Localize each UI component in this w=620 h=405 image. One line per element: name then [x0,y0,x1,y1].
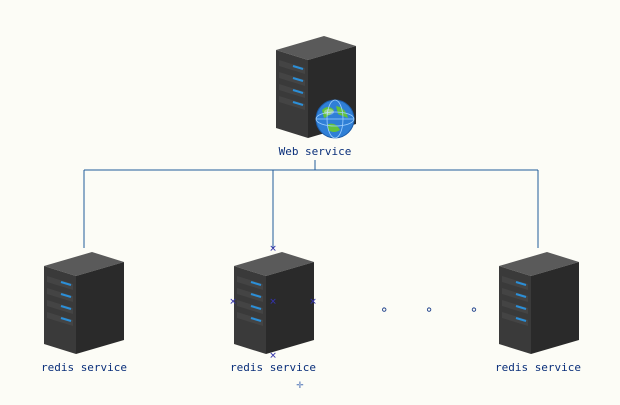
selection-handle-bottom[interactable]: ✕ [269,348,277,362]
server-globe-icon [276,36,356,139]
node-redis-service-3[interactable] [495,246,583,358]
node-redis-service-1[interactable] [40,246,128,358]
ellipsis-more-nodes: ∘ ∘ ∘ [380,302,493,318]
server-icon [234,252,314,354]
node-redis-service-2[interactable] [230,246,318,358]
selection-handle-center[interactable]: ✕ [269,294,277,308]
node-label-redis-3: redis service [494,361,582,374]
server-icon [499,252,579,354]
selection-handle-left[interactable]: ✕ [229,294,237,308]
crosshair-icon: ✛ [296,377,304,391]
node-label-redis-1: redis service [40,361,128,374]
server-icon [44,252,124,354]
selection-handle-top[interactable]: ✕ [269,241,277,255]
node-label-web-service: Web service [278,145,352,158]
node-web-service[interactable] [272,30,360,142]
node-label-redis-2: redis service [229,361,317,374]
selection-handle-right[interactable]: ✕ [309,294,317,308]
